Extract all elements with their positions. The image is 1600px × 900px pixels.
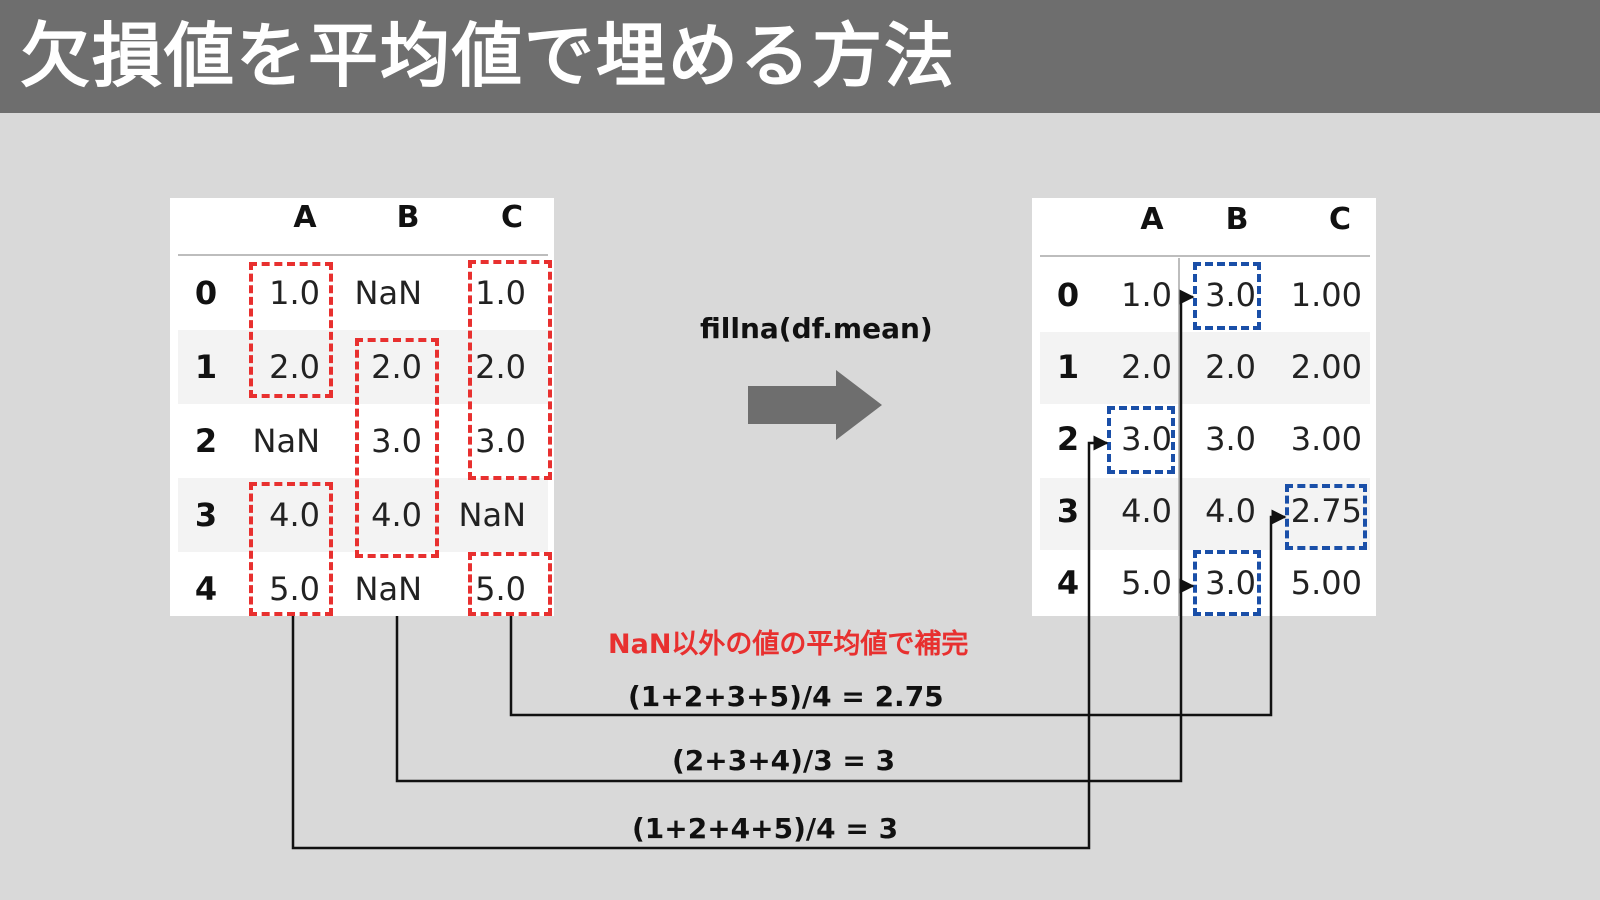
before-dataframe: A B C 0 1 2 3 4 1.0 NaN 1.0 2.0 2.0 2.0 … <box>170 198 554 616</box>
cell-a3: 4.0 <box>1121 492 1172 530</box>
note-label: NaN以外の値の平均値で補完 <box>608 629 969 660</box>
method-label: fillna(df.mean) <box>700 312 933 345</box>
cell-b0: NaN <box>354 274 422 312</box>
row-stripe <box>1040 332 1370 404</box>
after-dataframe: A B C 0 1 2 3 4 1.0 3.0 1.00 2.0 2.0 2.0… <box>1032 198 1376 616</box>
row-index: 2 <box>1056 420 1080 458</box>
cell-b3: 4.0 <box>371 496 422 534</box>
row-index: 4 <box>194 570 218 608</box>
row-stripe <box>1040 478 1370 550</box>
cell-a4: 5.0 <box>1121 564 1172 602</box>
cell-a1: 2.0 <box>1121 348 1172 386</box>
title-bar: 欠損値を平均値で埋める方法 <box>0 0 1600 113</box>
highlight-b <box>355 338 439 558</box>
row-stripe <box>178 330 548 404</box>
highlight-a-bottom <box>249 482 333 616</box>
cell-c3: NaN <box>458 496 526 534</box>
cell-b1: 2.0 <box>371 348 422 386</box>
filled-c3 <box>1285 484 1367 550</box>
header-rule <box>1040 255 1370 257</box>
cell-a2: NaN <box>252 422 320 460</box>
formula-b: (2+3+4)/3 = 3 <box>672 744 896 777</box>
row-index: 1 <box>194 348 218 386</box>
cell-c3: 2.75 <box>1290 492 1362 530</box>
filled-b0 <box>1193 262 1261 330</box>
connector-c <box>509 509 1287 717</box>
cell-c4: 5.00 <box>1290 564 1362 602</box>
cell-a0: 1.0 <box>269 274 320 312</box>
formula-c: (1+2+3+5)/4 = 2.75 <box>628 680 944 713</box>
page-title: 欠損値を平均値で埋める方法 <box>20 15 956 97</box>
cell-b2: 3.0 <box>1205 420 1256 458</box>
row-index: 3 <box>194 496 218 534</box>
header-rule <box>178 254 548 256</box>
row-index: 0 <box>1056 276 1080 314</box>
cell-b4: 3.0 <box>1205 564 1256 602</box>
column-header-c: C <box>500 200 524 235</box>
row-index: 4 <box>1056 564 1080 602</box>
row-index: 2 <box>194 422 218 460</box>
cell-c0: 1.00 <box>1290 276 1362 314</box>
cell-c1: 2.00 <box>1290 348 1362 386</box>
column-divider <box>1178 258 1180 616</box>
cell-c4: 5.0 <box>475 570 526 608</box>
cell-c1: 2.0 <box>475 348 526 386</box>
column-header-a: A <box>293 200 317 235</box>
highlight-c-bottom <box>468 552 552 616</box>
cell-a4: 5.0 <box>269 570 320 608</box>
cell-a2: 3.0 <box>1121 420 1172 458</box>
connector-b <box>395 289 1195 783</box>
filled-b4 <box>1193 550 1261 616</box>
row-index: 1 <box>1056 348 1080 386</box>
column-header-b: B <box>396 200 420 235</box>
cell-b1: 2.0 <box>1205 348 1256 386</box>
column-header-b: B <box>1225 202 1249 237</box>
cell-c2: 3.0 <box>475 422 526 460</box>
column-header-c: C <box>1328 202 1352 237</box>
row-index: 0 <box>194 274 218 312</box>
cell-a1: 2.0 <box>269 348 320 386</box>
formula-a: (1+2+4+5)/4 = 3 <box>632 812 899 845</box>
cell-c0: 1.0 <box>475 274 526 312</box>
cell-b4: NaN <box>354 570 422 608</box>
cell-b2: 3.0 <box>371 422 422 460</box>
cell-b3: 4.0 <box>1205 492 1256 530</box>
cell-a3: 4.0 <box>269 496 320 534</box>
cell-a0: 1.0 <box>1121 276 1172 314</box>
highlight-c-top <box>468 260 552 480</box>
column-header-a: A <box>1140 202 1164 237</box>
row-stripe <box>178 478 548 552</box>
cell-c2: 3.00 <box>1290 420 1362 458</box>
highlight-a-top <box>249 262 333 398</box>
cell-b0: 3.0 <box>1205 276 1256 314</box>
row-index: 3 <box>1056 492 1080 530</box>
connector-a <box>291 435 1109 850</box>
filled-a2 <box>1107 406 1175 474</box>
